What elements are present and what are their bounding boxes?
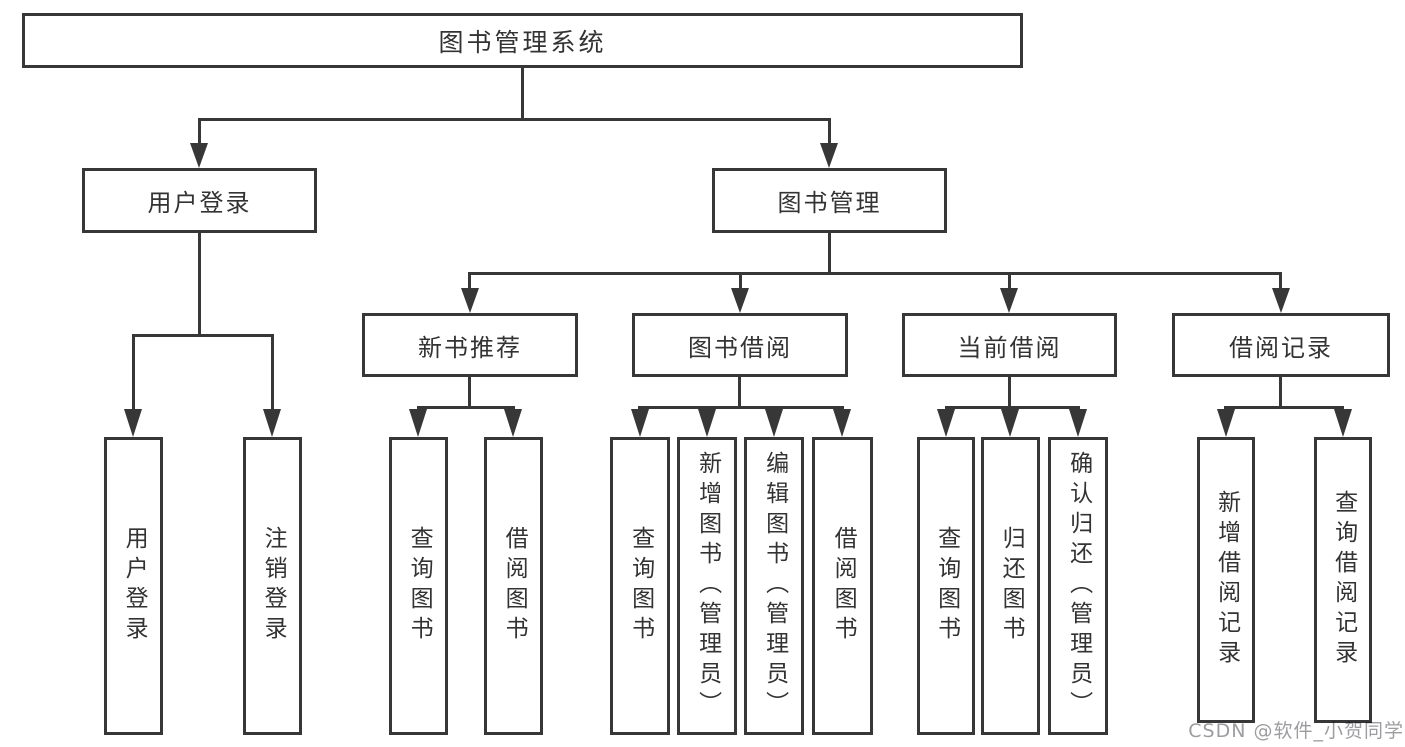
connector-line — [271, 334, 274, 412]
connector-line — [198, 118, 201, 145]
csdn-watermark: CSDN @软件_小贺同学 — [1188, 720, 1404, 742]
node-label: 图书借阅 — [688, 333, 792, 362]
leaf-label: 新增图书（管理员） — [694, 451, 721, 721]
leaf-label: 编辑图书（管理员） — [761, 451, 788, 721]
node-label: 图书管理 — [777, 189, 882, 217]
leaf-label: 查询借阅记录 — [1330, 490, 1357, 670]
leaf-user-login: 用户登录 — [104, 437, 163, 735]
leaf-return-book: 归还图书 — [981, 437, 1040, 735]
connector-line — [945, 406, 1080, 409]
node-borrow-records: 借阅记录 — [1172, 313, 1390, 377]
arrowhead-down-icon — [833, 409, 851, 437]
node-label: 借阅记录 — [1229, 333, 1333, 362]
arrowhead-down-icon — [731, 288, 749, 313]
node-book-management: 图书管理 — [712, 168, 947, 233]
connector-line — [828, 233, 831, 275]
arrowhead-down-icon — [1000, 288, 1018, 313]
leaf-label: 用户登录 — [121, 526, 148, 646]
connector-line — [468, 272, 471, 290]
node-label: 用户登录 — [147, 189, 252, 217]
node-label: 图书管理系统 — [438, 27, 607, 57]
connector-line — [468, 377, 471, 409]
leaf-confirm-return-admin: 确认归还（管理员） — [1048, 437, 1108, 735]
leaf-logout: 注销登录 — [243, 437, 302, 735]
leaf-edit-book-admin: 编辑图书（管理员） — [744, 437, 804, 735]
arrowhead-down-icon — [504, 409, 522, 437]
connector-line — [1008, 377, 1011, 409]
node-new-book-recommend: 新书推荐 — [362, 313, 578, 377]
connector-line — [739, 272, 742, 290]
connector-line — [1224, 406, 1344, 409]
leaf-label: 确认归还（管理员） — [1065, 451, 1092, 721]
leaf-label: 借阅图书 — [501, 526, 528, 646]
leaf-borrow-books-recommend: 借阅图书 — [484, 437, 543, 735]
arrowhead-down-icon — [698, 409, 716, 437]
connector-line — [1008, 272, 1011, 290]
node-label: 当前借阅 — [957, 333, 1062, 362]
connector-line — [828, 118, 831, 145]
arrowhead-down-icon — [409, 409, 427, 437]
connector-line — [132, 334, 135, 412]
leaf-add-book-admin: 新增图书（管理员） — [677, 437, 737, 735]
leaf-query-books-recommend: 查询图书 — [389, 437, 448, 735]
leaf-label: 新增借阅记录 — [1213, 490, 1240, 670]
connector-line — [638, 406, 844, 409]
node-book-borrow: 图书借阅 — [632, 313, 848, 377]
node-label: 新书推荐 — [418, 333, 522, 362]
connector-line — [1279, 377, 1282, 409]
arrowhead-down-icon — [631, 409, 649, 437]
connector-line — [738, 377, 741, 409]
leaf-query-books-borrow: 查询图书 — [610, 437, 670, 735]
arrowhead-down-icon — [937, 409, 955, 437]
connector-line — [198, 118, 831, 121]
arrowhead-down-icon — [190, 143, 208, 168]
leaf-borrow-books-borrow: 借阅图书 — [812, 437, 873, 735]
connector-line — [132, 334, 274, 337]
arrowhead-down-icon — [461, 288, 479, 313]
leaf-label: 注销登录 — [260, 526, 287, 646]
arrowhead-down-icon — [1217, 409, 1235, 437]
leaf-label: 归还图书 — [998, 526, 1025, 646]
leaf-label: 查询图书 — [933, 526, 960, 646]
leaf-query-borrow-record: 查询借阅记录 — [1314, 437, 1372, 723]
arrowhead-down-icon — [820, 143, 838, 168]
arrowhead-down-icon — [263, 409, 281, 437]
node-current-borrow: 当前借阅 — [902, 313, 1117, 377]
arrowhead-down-icon — [124, 409, 142, 437]
connector-line — [468, 272, 1282, 275]
arrowhead-down-icon — [1001, 409, 1019, 437]
arrowhead-down-icon — [1334, 409, 1352, 437]
arrowhead-down-icon — [1069, 409, 1087, 437]
connector-line — [417, 406, 515, 409]
leaf-label: 查询图书 — [406, 526, 433, 646]
leaf-query-books-current: 查询图书 — [917, 437, 975, 735]
leaf-label: 查询图书 — [627, 526, 654, 646]
connector-line — [521, 68, 524, 121]
node-root-library-system: 图书管理系统 — [22, 13, 1023, 68]
leaf-add-borrow-record: 新增借阅记录 — [1197, 437, 1255, 723]
connector-line — [1279, 272, 1282, 290]
leaf-label: 借阅图书 — [830, 526, 857, 646]
connector-line — [198, 233, 201, 336]
arrowhead-down-icon — [1272, 288, 1290, 313]
arrowhead-down-icon — [765, 409, 783, 437]
node-user-login: 用户登录 — [82, 168, 317, 233]
